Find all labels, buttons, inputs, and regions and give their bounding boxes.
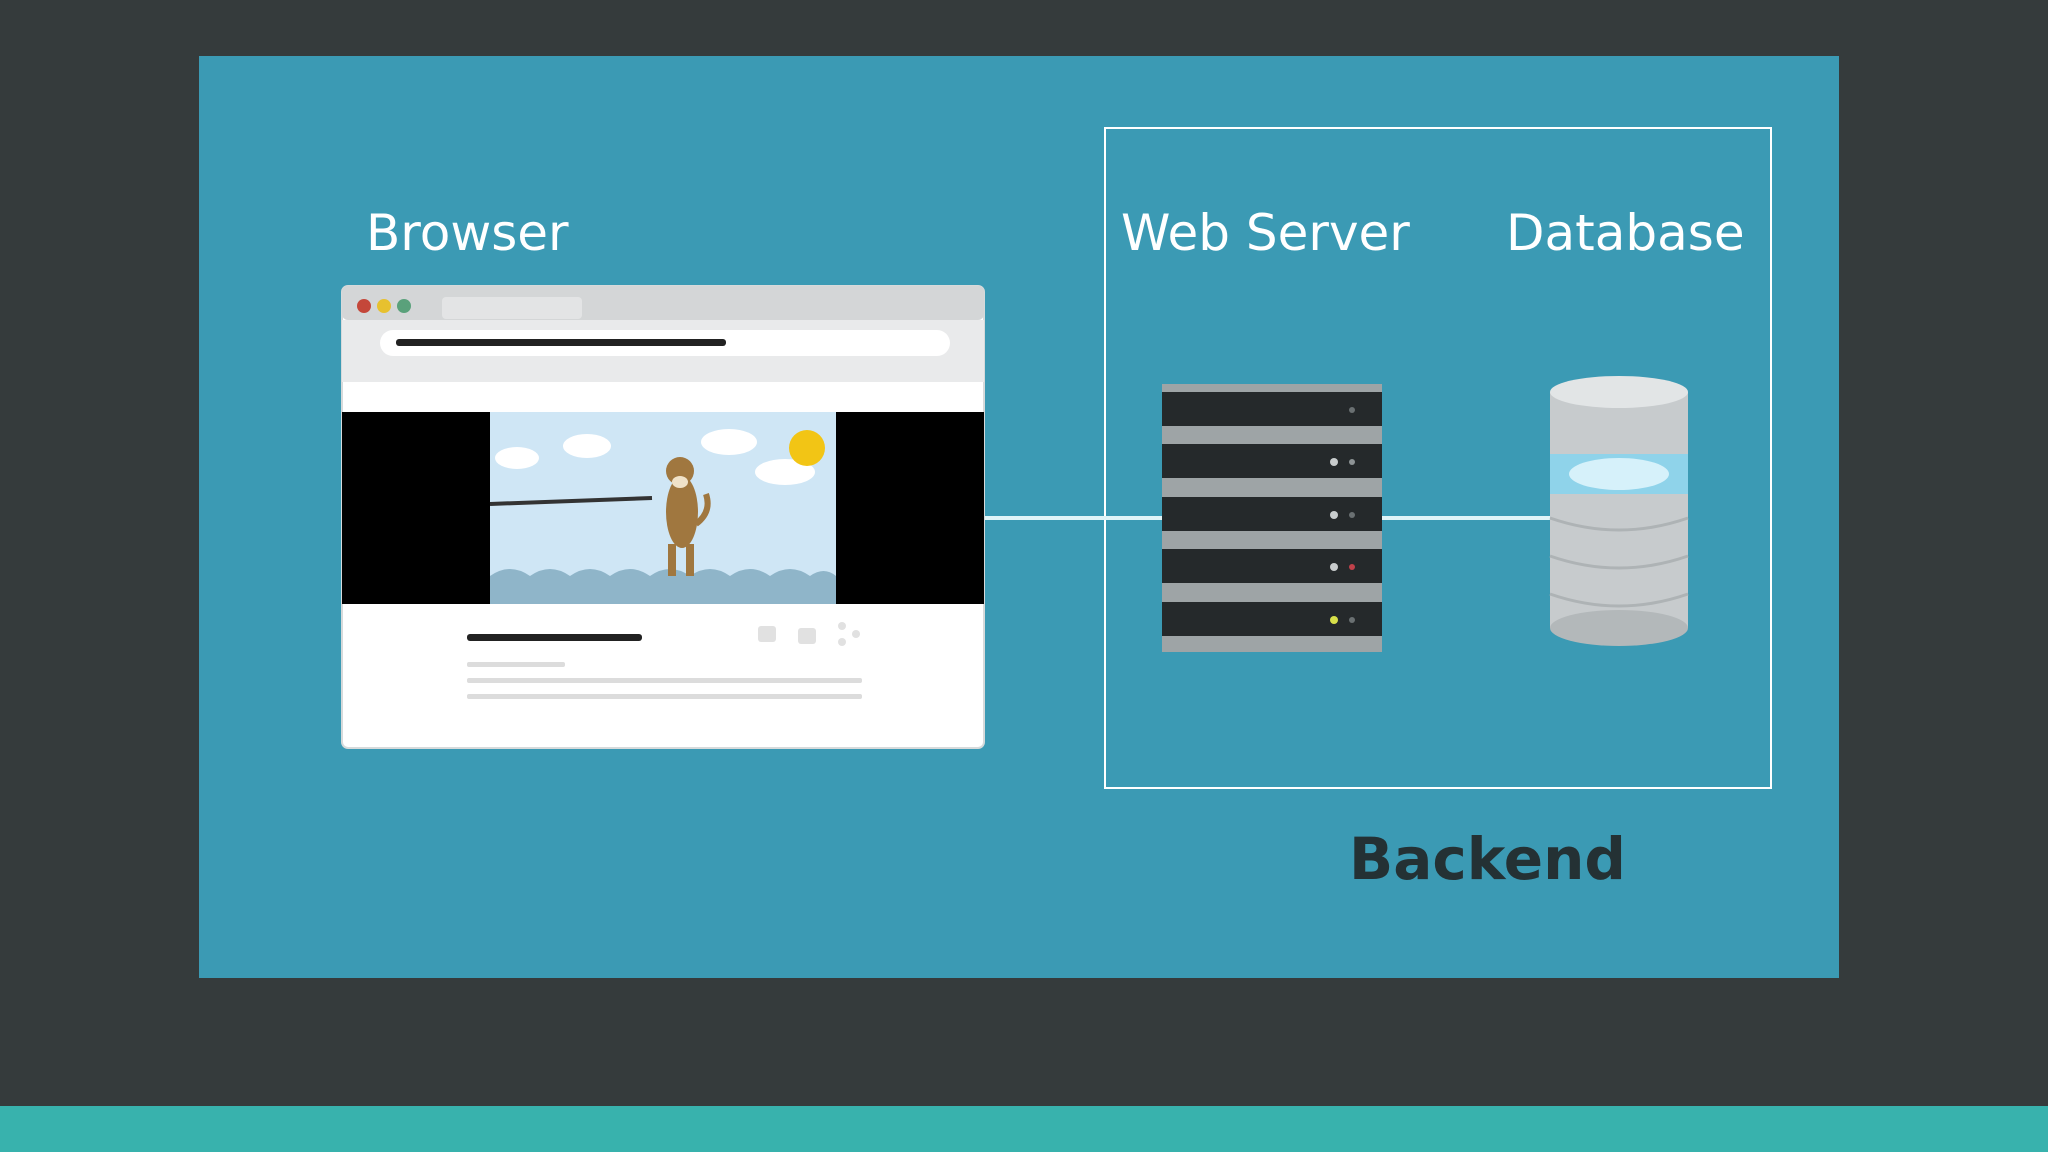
server-rack-icon (1162, 384, 1382, 652)
window-minimize-dot (377, 299, 391, 313)
backend-label: Backend (1349, 825, 1626, 893)
dislike-icon (798, 628, 816, 644)
server-database-connector (1381, 516, 1553, 520)
like-icon (758, 626, 776, 642)
browser-window-icon (341, 285, 985, 749)
share-icon (838, 622, 860, 646)
browser-label: Browser (366, 204, 569, 262)
bottom-accent-bar (0, 1106, 2048, 1152)
window-maximize-dot (397, 299, 411, 313)
backend-group-box (1104, 127, 1772, 789)
database-label: Database (1506, 204, 1745, 262)
web-server-label: Web Server (1121, 204, 1410, 262)
window-close-dot (357, 299, 371, 313)
diagram-slide: Browser Web Server Database Backend (199, 56, 1839, 978)
database-cylinder-icon (1549, 376, 1689, 646)
dog-cartoon-icon (666, 457, 711, 576)
